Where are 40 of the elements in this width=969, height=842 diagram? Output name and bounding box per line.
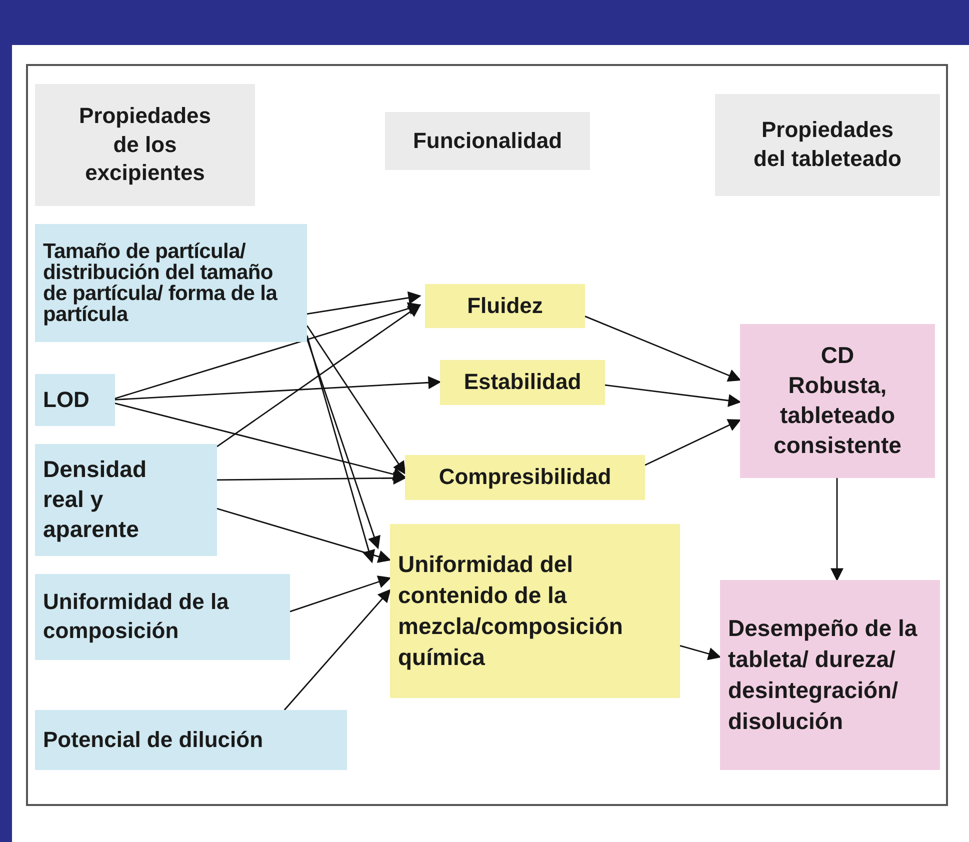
box-label: Propiedades del tableteado — [752, 116, 902, 173]
arrow — [284, 589, 391, 710]
arrow — [604, 384, 742, 407]
arrow — [584, 316, 742, 382]
arrow — [680, 645, 722, 660]
arrow — [217, 472, 406, 485]
outcome-box — [740, 324, 935, 478]
property-box — [35, 574, 290, 660]
box-label: Fluidez — [467, 292, 543, 320]
box-label: Propiedades de los excipientes — [78, 102, 212, 188]
function-box — [440, 360, 605, 405]
arrow — [114, 402, 406, 481]
box-label: Estabilidad — [464, 369, 582, 396]
arrow — [216, 304, 422, 448]
arrow — [114, 376, 442, 400]
property-box — [35, 224, 307, 342]
arrow — [216, 508, 392, 563]
arrow — [306, 325, 406, 475]
arrow — [306, 291, 422, 315]
box-label: Desempeño de la tableta/ dureza/ desintegración/ disolución — [728, 614, 918, 736]
box-label: Densidad real y aparente — [43, 455, 148, 544]
property-box — [35, 710, 347, 770]
box-label: Potencial de dilución — [43, 726, 264, 754]
box-label: Uniformidad del contenido de la mezcla/composición química — [398, 550, 624, 672]
box-label: Uniformidad de la composición — [43, 588, 230, 645]
box-label: LOD — [43, 386, 90, 414]
arrow — [644, 419, 742, 466]
box-label: CD Robusta, tableteado consistente — [774, 341, 902, 460]
function-box — [405, 455, 645, 500]
property-box — [35, 374, 115, 426]
arrow — [290, 576, 392, 612]
outcome-box — [720, 580, 940, 770]
function-box — [390, 524, 680, 698]
function-box — [425, 284, 585, 328]
box-label: Tamaño de partícula/ distribución del tamaño de partícula/ forma de la partícula — [43, 241, 278, 325]
property-box — [35, 444, 217, 556]
arrow — [830, 478, 844, 582]
box-label: Compresibilidad — [438, 464, 612, 491]
box-label: Funcionalidad — [412, 128, 562, 154]
arrow — [114, 302, 422, 400]
